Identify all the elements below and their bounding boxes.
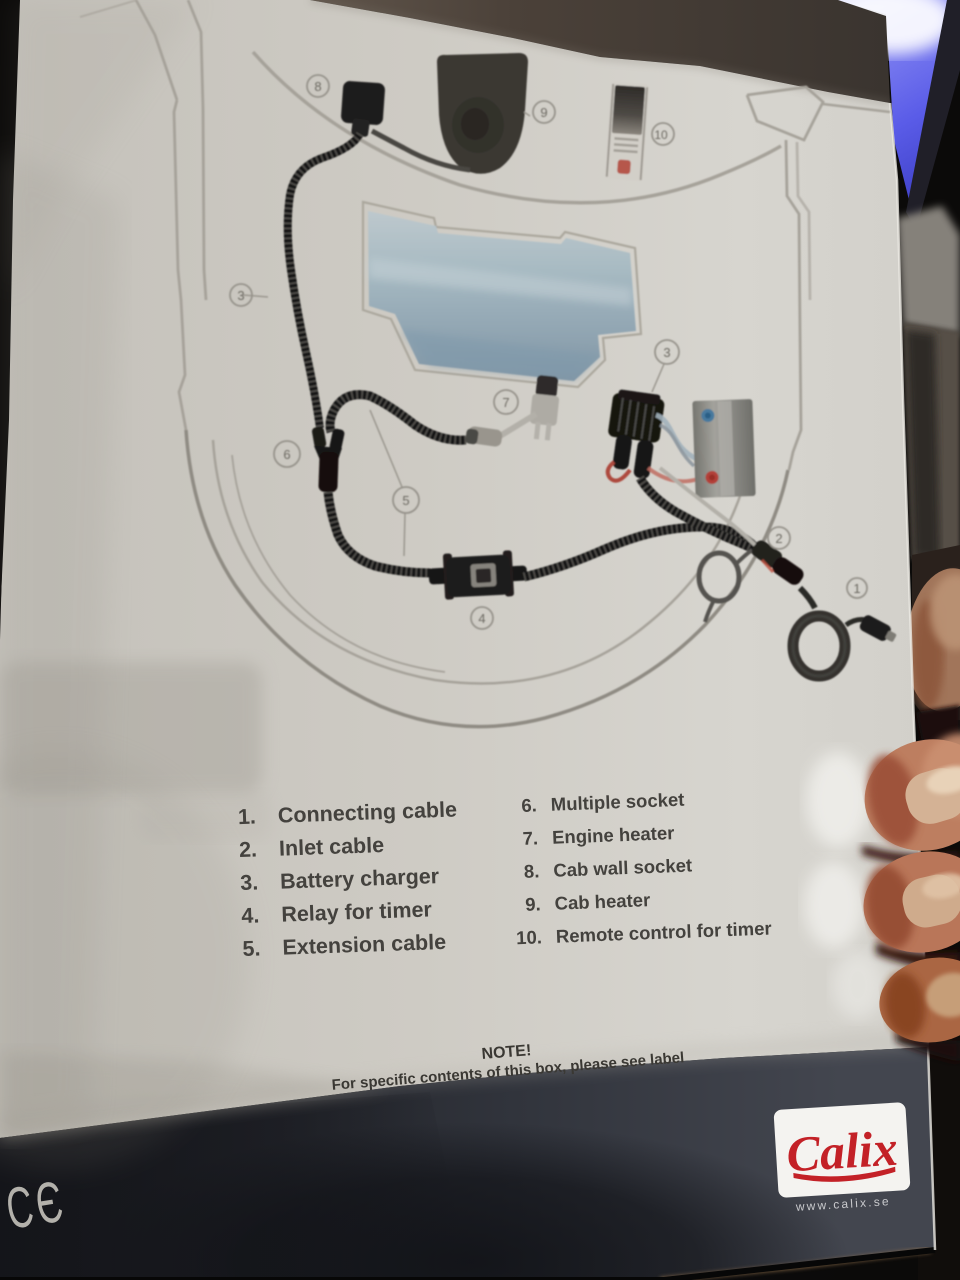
svg-text:7.: 7. [522,827,538,849]
svg-text:10: 10 [654,128,668,142]
svg-text:Inlet cable: Inlet cable [279,833,385,861]
svg-text:www.calix.se: www.calix.se [794,1194,891,1214]
svg-text:1.: 1. [238,804,257,829]
svg-text:NOTE!: NOTE! [481,1042,532,1063]
svg-text:3: 3 [237,288,244,303]
svg-text:Cab heater: Cab heater [554,889,650,914]
svg-text:Battery charger: Battery charger [280,864,440,894]
svg-text:2.: 2. [239,837,258,862]
svg-text:6: 6 [283,447,290,462]
svg-text:9.: 9. [525,893,541,915]
svg-text:8.: 8. [524,860,540,882]
svg-text:7: 7 [502,395,509,410]
svg-text:Extension cable: Extension cable [282,930,446,960]
svg-text:5: 5 [402,493,409,508]
svg-text:CЄ: CЄ [2,1169,71,1242]
svg-text:Engine heater: Engine heater [552,822,675,848]
svg-text:2: 2 [775,531,782,546]
svg-text:5.: 5. [242,936,261,961]
svg-text:9: 9 [540,105,547,120]
svg-text:10.: 10. [516,926,543,948]
svg-text:4.: 4. [241,903,260,928]
svg-text:4: 4 [478,611,485,626]
svg-text:8: 8 [314,79,321,94]
svg-text:3: 3 [663,345,670,360]
svg-text:Multiple socket: Multiple socket [550,789,684,815]
svg-text:6.: 6. [521,794,537,816]
svg-text:3.: 3. [240,870,259,895]
svg-text:1: 1 [853,581,860,596]
svg-text:Relay for timer: Relay for timer [281,897,433,926]
